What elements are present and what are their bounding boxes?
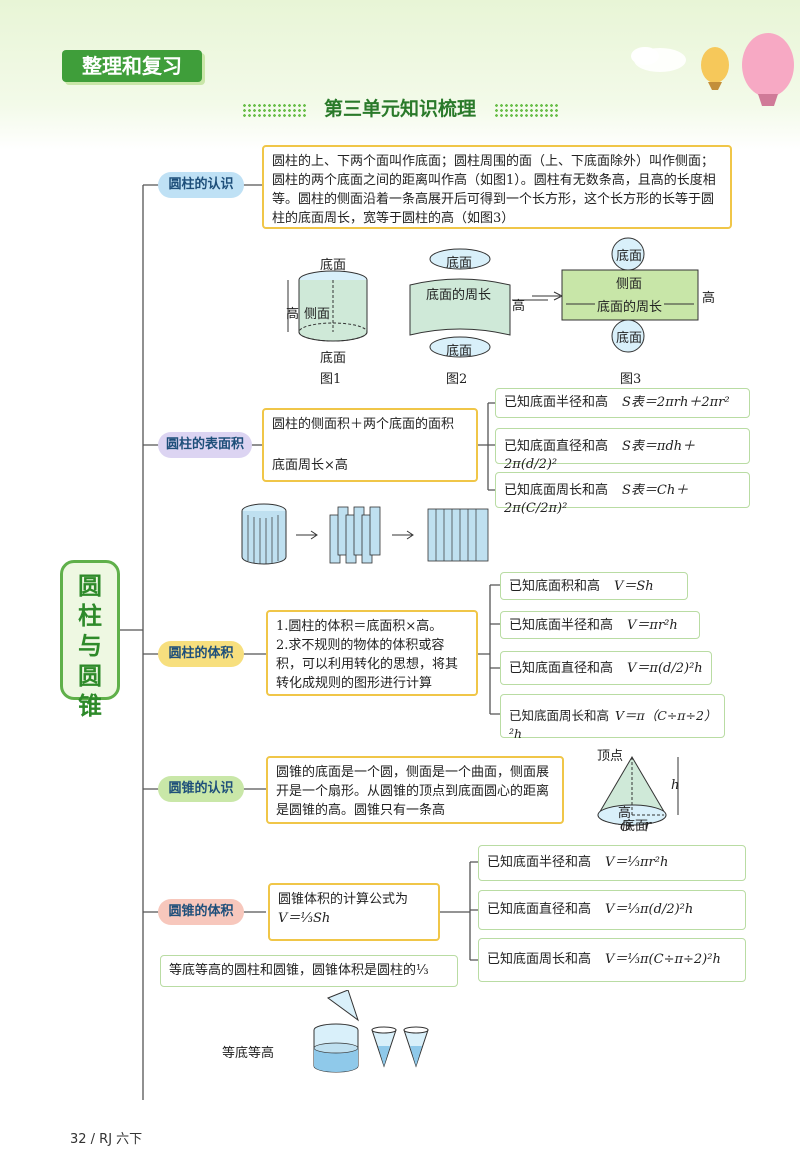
central-char: 圆 xyxy=(78,572,102,600)
fig3-mid2-label: 底面的周长 xyxy=(595,296,665,315)
cone-recognition-text: 圆锥的底面是一个圆，侧面是一个曲面，侧面展开是一个扇形。从圆锥的顶点到底面圆心的… xyxy=(266,756,564,824)
item-formula: V＝π（C÷π÷2）²h xyxy=(509,708,711,741)
cylinder-slicing-illustration xyxy=(241,503,489,565)
cone-volume-box: 圆锥体积的计算公式为 V＝⅓Sh xyxy=(268,883,440,941)
fig3-bottom-label: 底面 xyxy=(616,331,643,346)
surface-item: 已知底面半径和高 S表＝2πrh＋2πr² xyxy=(495,388,750,418)
item-formula: V＝⅓π(d/2)²h xyxy=(605,902,694,917)
cone-volume-item: 已知底面直径和高 V＝⅓π(d/2)²h xyxy=(478,890,746,930)
fig2-top-label: 底面 xyxy=(446,256,473,271)
title-text: 第三单元知识梳理 xyxy=(323,98,476,120)
fig3-caption: 图3 xyxy=(620,372,642,387)
cone-figure xyxy=(597,756,679,826)
item-formula: S表＝2πrh＋2πr² xyxy=(622,395,730,410)
volume-item: 已知底面积和高 V＝Sh xyxy=(500,572,688,600)
cylinder-volume-box: 1.圆柱的体积＝底面积×高。 2.求不规则的物体的体积或容积，可以利用转化的思想… xyxy=(266,610,478,696)
cone-o-label: O xyxy=(620,820,631,835)
fig3-h-label: 高 xyxy=(702,291,716,306)
cylinder-surface-label: 圆柱的表面积 xyxy=(158,432,252,458)
item-cond: 已知底面半径和高 xyxy=(504,395,609,410)
item-cond: 已知底面周长和高 xyxy=(509,708,610,723)
cone-volume-text2: V＝⅓Sh xyxy=(278,911,331,926)
fig1-cylinder xyxy=(287,270,368,342)
cylinder-surface-box: 圆柱的侧面积＋两个底面的面积 底面周长×高 xyxy=(262,408,478,482)
cone-volume-text1: 圆锥体积的计算公式为 xyxy=(278,892,409,907)
volume-item: 已知底面半径和高 V＝πr²h xyxy=(500,611,700,639)
cone-volume-item: 已知底面半径和高 V＝⅓πr²h xyxy=(478,845,746,881)
item-formula: V＝⅓π(C÷π÷2)²h xyxy=(605,952,721,967)
item-cond: 已知底面直径和高 xyxy=(504,439,609,454)
fig3-net xyxy=(532,237,699,353)
fig1-top-label: 底面 xyxy=(320,258,347,273)
fig2-mid-label: 底面的周长 xyxy=(426,288,492,303)
central-topic: 圆 柱 与 圆 锥 xyxy=(60,560,120,720)
balloon-decoration xyxy=(631,33,794,106)
equal-base-height-label: 等底等高 xyxy=(222,1046,275,1061)
volume-text2: 2.求不规则的物体的体积或容积，可以利用转化的思想，将其转化成规则的图形进行计算 xyxy=(276,638,459,691)
cylinder-volume-label: 圆柱的体积 xyxy=(158,641,244,667)
cylinder-recognition-text: 圆柱的上、下两个面叫作底面；圆柱周围的面（上、下底面除外）叫作侧面；圆柱的两个底… xyxy=(262,145,732,229)
cylinder-recognition-label: 圆柱的认识 xyxy=(158,172,244,198)
cone-volume-label: 圆锥的体积 xyxy=(158,899,244,925)
volume-text1: 1.圆柱的体积＝底面积×高。 xyxy=(276,619,443,634)
cone-gao-label: 高 xyxy=(618,806,632,821)
section-tag: 整理和复习 xyxy=(62,50,202,82)
item-cond: 已知底面半径和高 xyxy=(509,618,614,633)
item-formula: V＝Sh xyxy=(614,579,654,594)
fig1-side-label: 侧面 xyxy=(304,307,331,322)
item-cond: 已知底面周长和高 xyxy=(487,952,592,967)
equal-base-note: 等底等高的圆柱和圆锥，圆锥体积是圆柱的⅓ xyxy=(160,955,458,987)
fig2-unrolling xyxy=(409,248,548,358)
fig3-mid1-label: 侧面 xyxy=(616,277,643,292)
cone-recognition-label: 圆锥的认识 xyxy=(158,776,244,802)
central-char: 圆 xyxy=(78,662,102,690)
volume-item: 已知底面直径和高 V＝π(d/2)²h xyxy=(500,651,712,685)
page-footer: 32 / RJ 六下 xyxy=(70,1132,143,1147)
title-dots-right xyxy=(494,102,558,117)
item-formula: V＝πr²h xyxy=(627,618,678,633)
fig2-caption: 图2 xyxy=(446,372,468,387)
cone-base-label: 底面 xyxy=(622,819,649,834)
central-char: 锥 xyxy=(78,692,102,720)
fig1-caption: 图1 xyxy=(320,372,342,387)
fig2-bottom-label: 底面 xyxy=(446,344,473,359)
item-formula: V＝π(d/2)²h xyxy=(627,661,703,676)
item-cond: 已知底面直径和高 xyxy=(509,661,614,676)
cone-volume-item: 已知底面周长和高 V＝⅓π(C÷π÷2)²h xyxy=(478,938,746,982)
surface-line2: 底面周长×高 xyxy=(272,458,348,473)
item-formula: S表＝πdh＋2π(d/2)² xyxy=(504,439,696,472)
cone-r-label: r xyxy=(645,818,652,833)
cone-apex-label: 顶点 xyxy=(597,749,624,764)
central-char: 与 xyxy=(78,632,102,660)
page-title: 第三单元知识梳理 xyxy=(0,94,800,121)
fig1-bottom-label: 底面 xyxy=(320,351,347,366)
item-cond: 已知底面积和高 xyxy=(509,579,601,594)
item-formula: S表＝Ch＋2π(C/2π)² xyxy=(504,483,689,516)
fig2-h-label: 高 xyxy=(512,299,526,314)
central-char: 柱 xyxy=(78,602,102,630)
fig3-top-label: 底面 xyxy=(616,249,643,264)
fig1-h-label: 高 xyxy=(286,307,300,322)
item-cond: 已知底面周长和高 xyxy=(504,483,609,498)
item-cond: 已知底面半径和高 xyxy=(487,855,592,870)
title-dots-left xyxy=(241,102,306,117)
item-formula: V＝⅓πr²h xyxy=(605,855,669,870)
surface-line1: 圆柱的侧面积＋两个底面的面积 xyxy=(272,417,455,432)
cone-h-label: h xyxy=(671,778,680,793)
pouring-illustration xyxy=(313,990,429,1073)
item-cond: 已知底面直径和高 xyxy=(487,902,592,917)
